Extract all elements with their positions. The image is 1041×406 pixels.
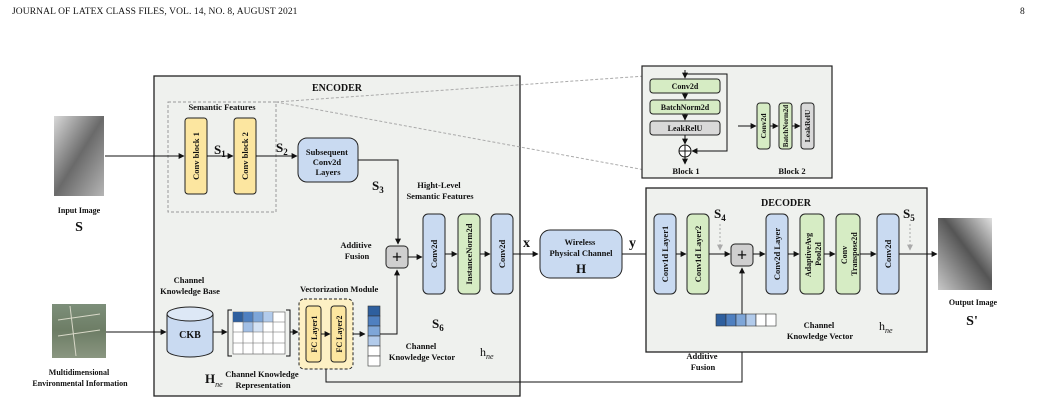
fc-layer-2 xyxy=(330,305,347,363)
dec-conv1d-2-label: Conv1d Layer2 xyxy=(693,226,703,282)
block1-label: Block 1 xyxy=(672,166,699,176)
enc-instancenorm-label: InstanceNorm2d xyxy=(464,223,474,284)
knowledge-matrix xyxy=(227,309,291,357)
inset-conv2d-label: Conv2d xyxy=(672,82,699,91)
dec-conv2d-layer-label: Conv2d Layer xyxy=(772,228,782,280)
inset-leakrelu-label: LeakRelU xyxy=(668,124,703,133)
input-image xyxy=(54,116,104,196)
environment-label: Multidimensional Environmental Informati… xyxy=(32,368,128,388)
dec-plus-sign: + xyxy=(737,245,747,265)
input-symbol: S xyxy=(75,220,83,235)
vectorization-label: Vectorization Module xyxy=(300,284,379,294)
h-ne-encoder: hne xyxy=(480,345,494,361)
subsequent-conv-label: Subsequent Conv2d Layers xyxy=(306,147,350,177)
additive-fusion-2-label: Additive Fusion xyxy=(686,351,719,372)
conv-block-1-label: Conv block 1 xyxy=(191,132,201,180)
b2-batchnorm-label: BatchNorm2d xyxy=(782,105,790,147)
fc-layer-1-label: FC Layer1 xyxy=(310,315,319,352)
enc-conv2d-2-label: Conv2d xyxy=(497,240,507,269)
ck-vector-horizontal xyxy=(715,313,777,327)
dec-conv1d-1-label: Conv1d Layer1 xyxy=(660,226,670,282)
ck-vector-label: Channel Knowledge Vector xyxy=(389,341,456,362)
decoder-title: DECODER xyxy=(761,198,812,209)
ck-vector-vertical xyxy=(367,305,381,367)
enc-conv2d-1-label: Conv2d xyxy=(429,240,439,269)
dec-conv2d-out-label: Conv2d xyxy=(883,240,893,269)
h-ne-decoder: hne xyxy=(879,319,893,335)
encoder-title: ENCODER xyxy=(312,83,363,94)
output-image xyxy=(938,218,992,290)
wireless-label: Wireless Physical Channel xyxy=(549,237,613,258)
hne-symbol: Hne xyxy=(205,371,223,389)
semantic-features-label: Semantic Features xyxy=(188,102,256,112)
running-header: JOURNAL OF LATEX CLASS FILES, VOL. 14, N… xyxy=(12,7,298,17)
ckb-cylinder xyxy=(166,314,214,358)
b2-leakrelu-label: LeakRelU xyxy=(803,109,812,142)
ck-representation-label: Channel Knowledge Representation xyxy=(225,369,301,390)
page-number: 8 xyxy=(1020,7,1025,17)
dec-fusion-node xyxy=(730,243,754,267)
channel-h-symbol: H xyxy=(576,261,586,276)
b2-conv2d-label: Conv2d xyxy=(759,113,768,139)
fc-layer-2-label: FC Layer2 xyxy=(335,315,344,352)
ckb-base-label: Channel Knowledge Base xyxy=(160,275,220,296)
ckb-label: CKB xyxy=(179,330,201,341)
environment-image xyxy=(52,304,106,358)
b2-leakrelu xyxy=(800,102,815,150)
plus-sign: + xyxy=(392,247,402,267)
y-label: y xyxy=(629,236,636,251)
output-symbol: S' xyxy=(966,314,978,329)
block2-label: Block 2 xyxy=(778,166,805,176)
inset-batchnorm-label: BatchNorm2d xyxy=(661,103,710,112)
additive-fusion-label: Additive Fusion xyxy=(340,240,373,261)
output-image-label: Output Image xyxy=(949,298,998,307)
semantic-features-box xyxy=(167,101,277,213)
high-level-label: Hight-Level Semantic Features xyxy=(406,180,474,201)
dec-avgpool-label: AdaptiveAvg Pool2d xyxy=(804,231,823,277)
conv-block-2-label: Conv block 2 xyxy=(240,132,250,180)
x-label: x xyxy=(523,236,530,251)
input-image-label: Input Image xyxy=(58,206,101,215)
dec-ck-vector-label: Channel Knowledge Vector xyxy=(787,320,854,341)
dec-convtranspose-label: Conv Transpose2d xyxy=(840,232,859,276)
